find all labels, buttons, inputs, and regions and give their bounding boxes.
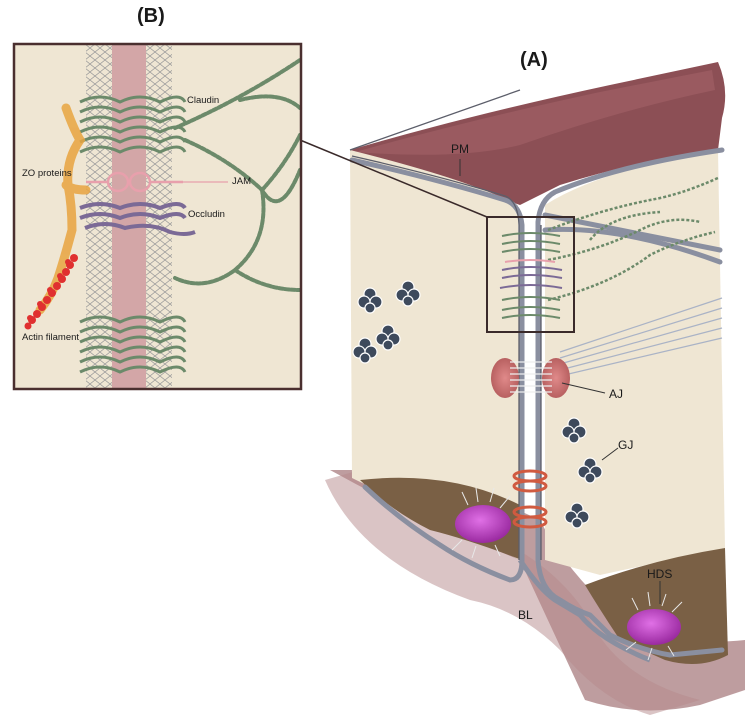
zo-proteins xyxy=(35,103,91,315)
hemidesmosome-left xyxy=(451,487,511,559)
jam xyxy=(86,171,183,193)
inset-panel-title: (B) xyxy=(137,5,165,27)
actin-filament-label: Actin filament xyxy=(22,332,80,343)
leader-lines xyxy=(459,159,661,604)
gap-junction-rings xyxy=(512,469,548,529)
zoom-box xyxy=(486,216,575,333)
gap-junction-clusters xyxy=(352,280,603,529)
actin-network-b xyxy=(173,58,302,292)
occludin xyxy=(79,202,196,236)
aj-label: AJ xyxy=(609,387,624,401)
hemidesmosome-right xyxy=(625,591,683,661)
occludin-label: Occludin xyxy=(188,209,225,220)
jam-label: JAM xyxy=(232,176,251,187)
keratin-filaments xyxy=(559,297,723,377)
tight-junction-a xyxy=(499,232,563,319)
claudin-upper xyxy=(79,95,187,154)
actin-filament xyxy=(24,254,78,330)
bl-label: BL xyxy=(518,608,533,622)
left-cell xyxy=(350,150,520,560)
zo-proteins-label: ZO proteins xyxy=(22,168,72,179)
main-panel-title: (A) xyxy=(520,49,548,71)
claudin-lower xyxy=(79,315,187,374)
zoom-connector-top xyxy=(299,139,488,218)
inset-panel xyxy=(12,42,303,391)
gj-label: GJ xyxy=(618,438,634,452)
pm-label: PM xyxy=(451,142,469,156)
adherens-junction xyxy=(491,358,570,398)
claudin-label: Claudin xyxy=(187,95,220,106)
cell-block xyxy=(299,62,745,715)
hds-label: HDS xyxy=(647,567,673,581)
